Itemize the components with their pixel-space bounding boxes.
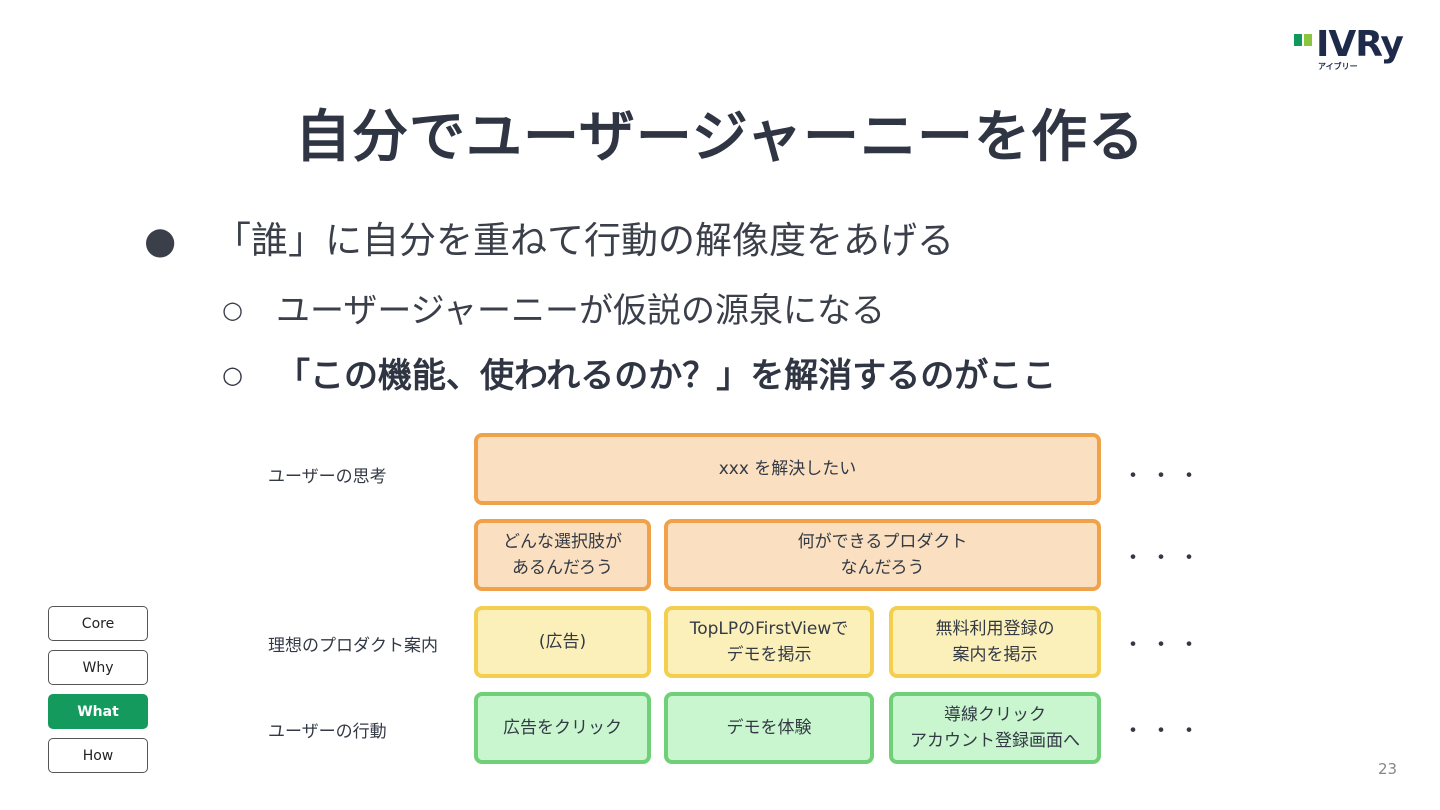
journey-box-guidance: 無料利用登録の 案内を掲示 — [889, 606, 1101, 678]
journey-box-thinking: 何ができるプロダクト なんだろう — [664, 519, 1101, 591]
ellipsis: ・・・ — [1122, 464, 1207, 489]
logo-wordmark: IVRy — [1316, 24, 1404, 65]
journey-box-action: 広告をクリック — [474, 692, 651, 764]
bullet-text: ユーザージャーニーが仮説の源泉になる — [276, 291, 885, 331]
bullet-circle-icon: ○ — [222, 361, 243, 389]
bullet-dot-icon: ● — [144, 219, 177, 262]
box-text: xxx を解決したい — [718, 459, 857, 479]
ellipsis: ・・・ — [1122, 546, 1207, 571]
logo-flag-icon — [1304, 34, 1312, 46]
journey-box-guidance: TopLPのFirstViewで デモを掲示 — [664, 606, 874, 678]
bullet-circle-icon: ○ — [222, 296, 243, 324]
bullet-level2-emphasis: ○ 「この機能、使われるのか？」を解消するのがここ — [222, 348, 1056, 397]
journey-box-guidance: (広告) — [474, 606, 651, 678]
logo-kana: アイブリー — [1318, 62, 1358, 71]
logo-flag-icon — [1294, 34, 1302, 46]
journey-box-thinking: どんな選択肢が あるんだろう — [474, 519, 651, 591]
ellipsis: ・・・ — [1122, 719, 1207, 744]
ellipsis: ・・・ — [1122, 633, 1207, 658]
row-label-action: ユーザーの行動 — [268, 722, 387, 742]
journey-box-thinking: xxx を解決したい — [474, 433, 1101, 505]
bullet-text: 「誰」に自分を重ねて行動の解像度をあげる — [214, 219, 954, 262]
nav-what-button[interactable]: What — [48, 694, 148, 729]
nav-core-button[interactable]: Core — [48, 606, 148, 641]
row-label-guidance: 理想のプロダクト案内 — [268, 636, 438, 656]
box-text: TopLPのFirstViewで デモを掲示 — [689, 619, 849, 665]
box-text: 何ができるプロダクト なんだろう — [797, 532, 968, 578]
box-text: 無料利用登録の 案内を掲示 — [935, 619, 1055, 665]
box-text: どんな選択肢が あるんだろう — [503, 532, 622, 578]
box-text: 広告をクリック — [503, 718, 622, 738]
box-text: 導線クリック アカウント登録画面へ — [910, 705, 1080, 751]
bullet-text: 「この機能、使われるのか？」を解消するのがここ — [276, 356, 1057, 396]
journey-box-action: 導線クリック アカウント登録画面へ — [889, 692, 1101, 764]
journey-box-action: デモを体験 — [664, 692, 874, 764]
ivry-logo: IVRy アイブリー — [1292, 24, 1414, 74]
bullet-level1: ● 「誰」に自分を重ねて行動の解像度をあげる — [144, 210, 954, 264]
row-label-thinking: ユーザーの思考 — [268, 467, 387, 487]
box-text: (広告) — [538, 632, 587, 652]
bullet-level2: ○ ユーザージャーニーが仮説の源泉になる — [222, 283, 885, 332]
box-text: デモを体験 — [726, 718, 812, 738]
page-number: 23 — [1378, 760, 1398, 778]
nav-why-button[interactable]: Why — [48, 650, 148, 685]
nav-how-button[interactable]: How — [48, 738, 148, 773]
slide-title: 自分でユーザージャーニーを作る — [295, 105, 1145, 170]
